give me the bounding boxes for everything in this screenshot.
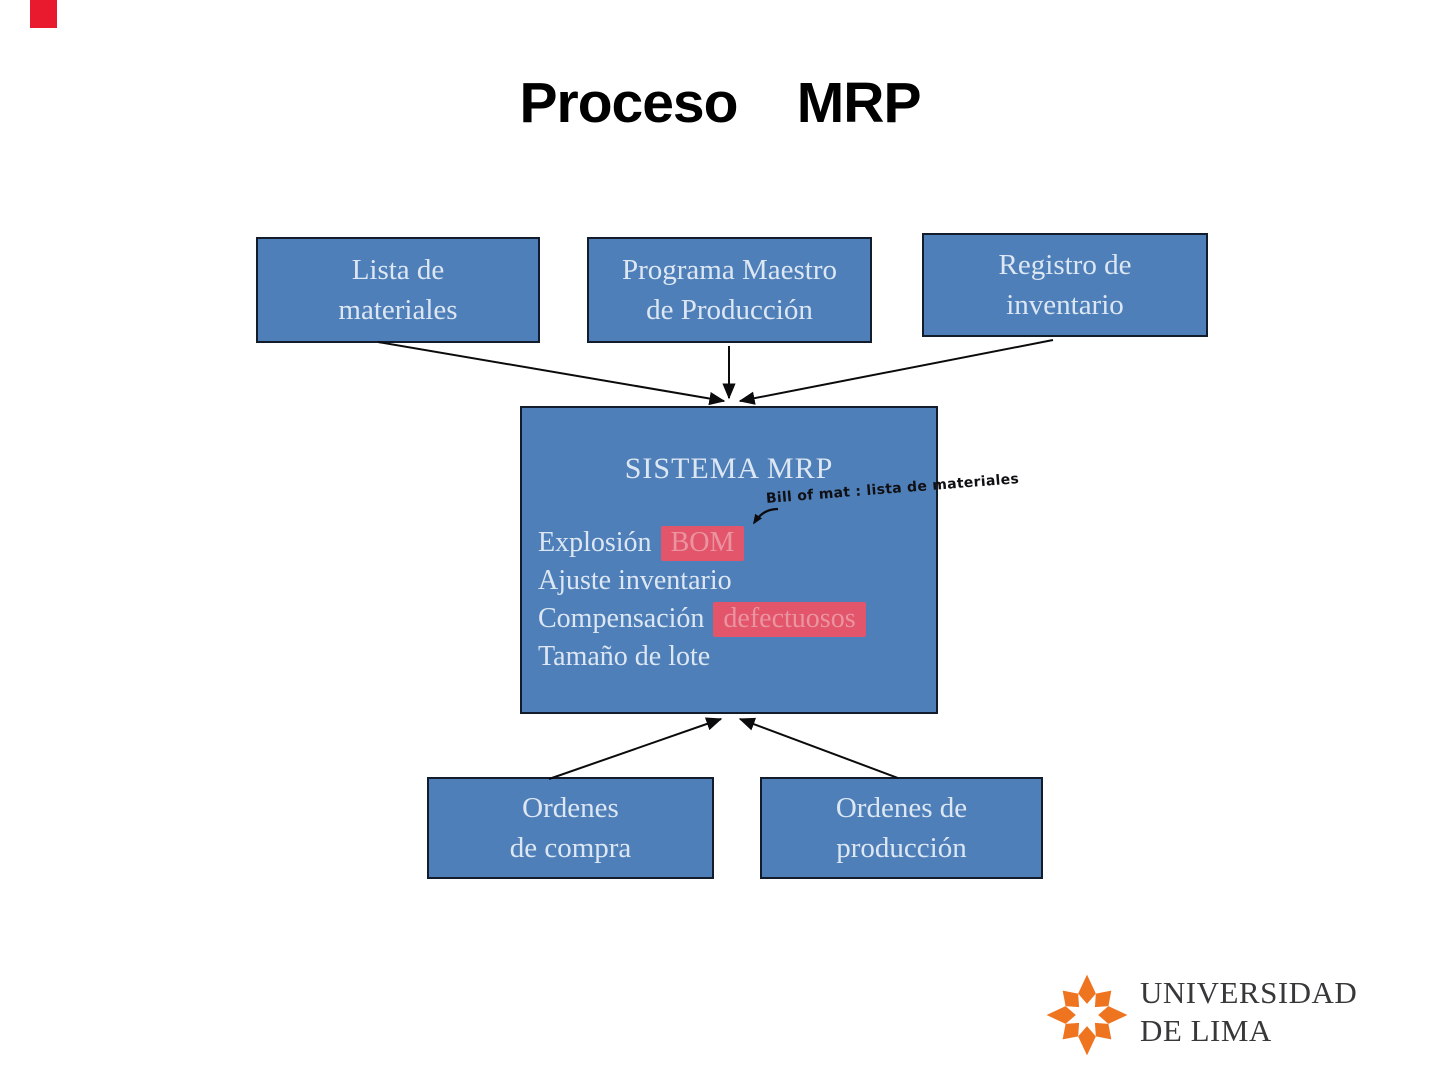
- box-programa-maestro: Programa Maestro de Producción: [587, 237, 872, 343]
- box-label-line: Registro de: [998, 249, 1132, 281]
- red-corner-mark: [30, 0, 57, 28]
- slide-title: Proceso MRP: [519, 71, 922, 135]
- list-item: Tamaño de lote: [538, 641, 711, 672]
- list-item: Ajuste inventario: [538, 565, 732, 596]
- box-label-line: Ordenes: [522, 792, 619, 824]
- box-label-line: Lista de: [351, 254, 445, 286]
- logo-text-line2: DE LIMA: [1140, 1013, 1272, 1048]
- arrow-registro-to-sistema: [738, 339, 1054, 405]
- highlight-defectuosos: defectuosos: [713, 602, 866, 637]
- box-label-line: inventario: [1006, 289, 1124, 321]
- highlight-bom: BOM: [660, 526, 745, 561]
- arrow-lista-to-sistema: [377, 341, 726, 406]
- box-label-line: de compra: [509, 832, 632, 864]
- box-registro-inventario: Registro de inventario: [922, 233, 1208, 337]
- logo-text: UNIVERSIDAD DE LIMA: [1140, 974, 1357, 1050]
- arrow-compra-to-sistema: [548, 717, 723, 780]
- sistema-mrp-title: SISTEMA MRP: [624, 452, 834, 485]
- box-label-line: de Producción: [646, 294, 813, 326]
- box-ordenes-produccion: Ordenes de producción: [760, 777, 1043, 879]
- box-lista-de-materiales: Lista de materiales: [256, 237, 540, 343]
- box-label-line: Programa Maestro: [621, 254, 838, 286]
- logo-text-line1: UNIVERSIDAD: [1140, 975, 1358, 1010]
- box-label-line: producción: [836, 832, 967, 864]
- box-label-line: materiales: [338, 294, 458, 326]
- arrow-produccion-to-sistema: [738, 717, 899, 779]
- box-label-line: Ordenes de: [835, 792, 968, 824]
- logo-star-icon: [1046, 974, 1128, 1056]
- universidad-de-lima-logo: UNIVERSIDAD DE LIMA: [1044, 966, 1390, 1062]
- box-ordenes-compra: Ordenes de compra: [427, 777, 714, 879]
